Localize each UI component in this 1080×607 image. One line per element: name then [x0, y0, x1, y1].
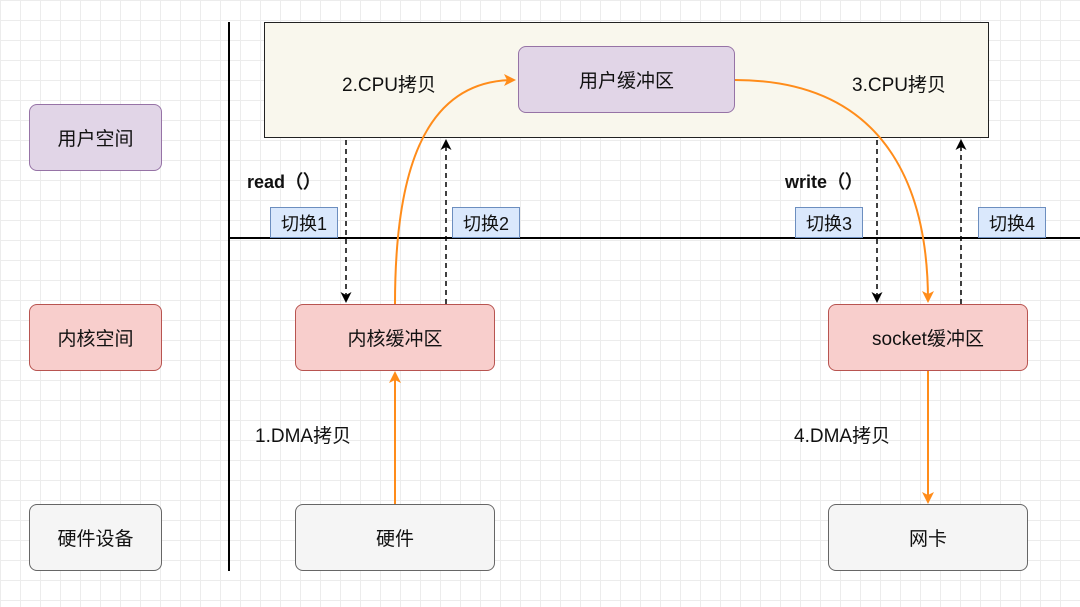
cpu-copy-2-label: 2.CPU拷贝	[342, 75, 436, 96]
switch-1-text: 切换1	[280, 213, 327, 234]
dma-copy-4-label: 4.DMA拷贝	[794, 426, 891, 447]
row-label-hardware-device: 硬件设备	[29, 504, 162, 571]
write-call-label: write（）	[785, 172, 864, 192]
row-label-hardware-device-text: 硬件设备	[57, 529, 134, 550]
cpu-copy-3-label: 3.CPU拷贝	[852, 75, 946, 96]
nic-text: 网卡	[908, 529, 947, 550]
switch-4-tag: 切换4	[978, 207, 1046, 238]
nic-node: 网卡	[828, 504, 1028, 571]
dma-copy-1-label: 1.DMA拷贝	[255, 426, 352, 447]
kernel-buffer-text: 内核缓冲区	[347, 329, 443, 350]
row-label-user-space: 用户空间	[29, 104, 162, 171]
row-label-kernel-space-text: 内核空间	[57, 329, 134, 350]
switch-4-text: 切换4	[988, 213, 1035, 234]
kernel-buffer-node: 内核缓冲区	[295, 304, 495, 371]
cpu-copy-3-arrow	[734, 79, 934, 303]
user-buffer-node: 用户缓冲区	[518, 46, 735, 113]
user-buffer-text: 用户缓冲区	[578, 71, 674, 92]
row-label-user-space-text: 用户空间	[57, 129, 134, 150]
switch-2-tag: 切换2	[452, 207, 520, 238]
switch-1-tag: 切换1	[270, 207, 338, 238]
switch-3-text: 切换3	[805, 213, 852, 234]
hardware-text: 硬件	[375, 529, 414, 550]
switch-3-tag: 切换3	[795, 207, 863, 238]
row-label-kernel-space: 内核空间	[29, 304, 162, 371]
socket-buffer-text: socket缓冲区	[872, 329, 984, 350]
switch-2-text: 切换2	[462, 213, 509, 234]
socket-buffer-node: socket缓冲区	[828, 304, 1028, 371]
cpu-copy-2-arrow	[394, 74, 516, 305]
read-call-label: read（）	[247, 172, 322, 192]
hardware-node: 硬件	[295, 504, 495, 571]
